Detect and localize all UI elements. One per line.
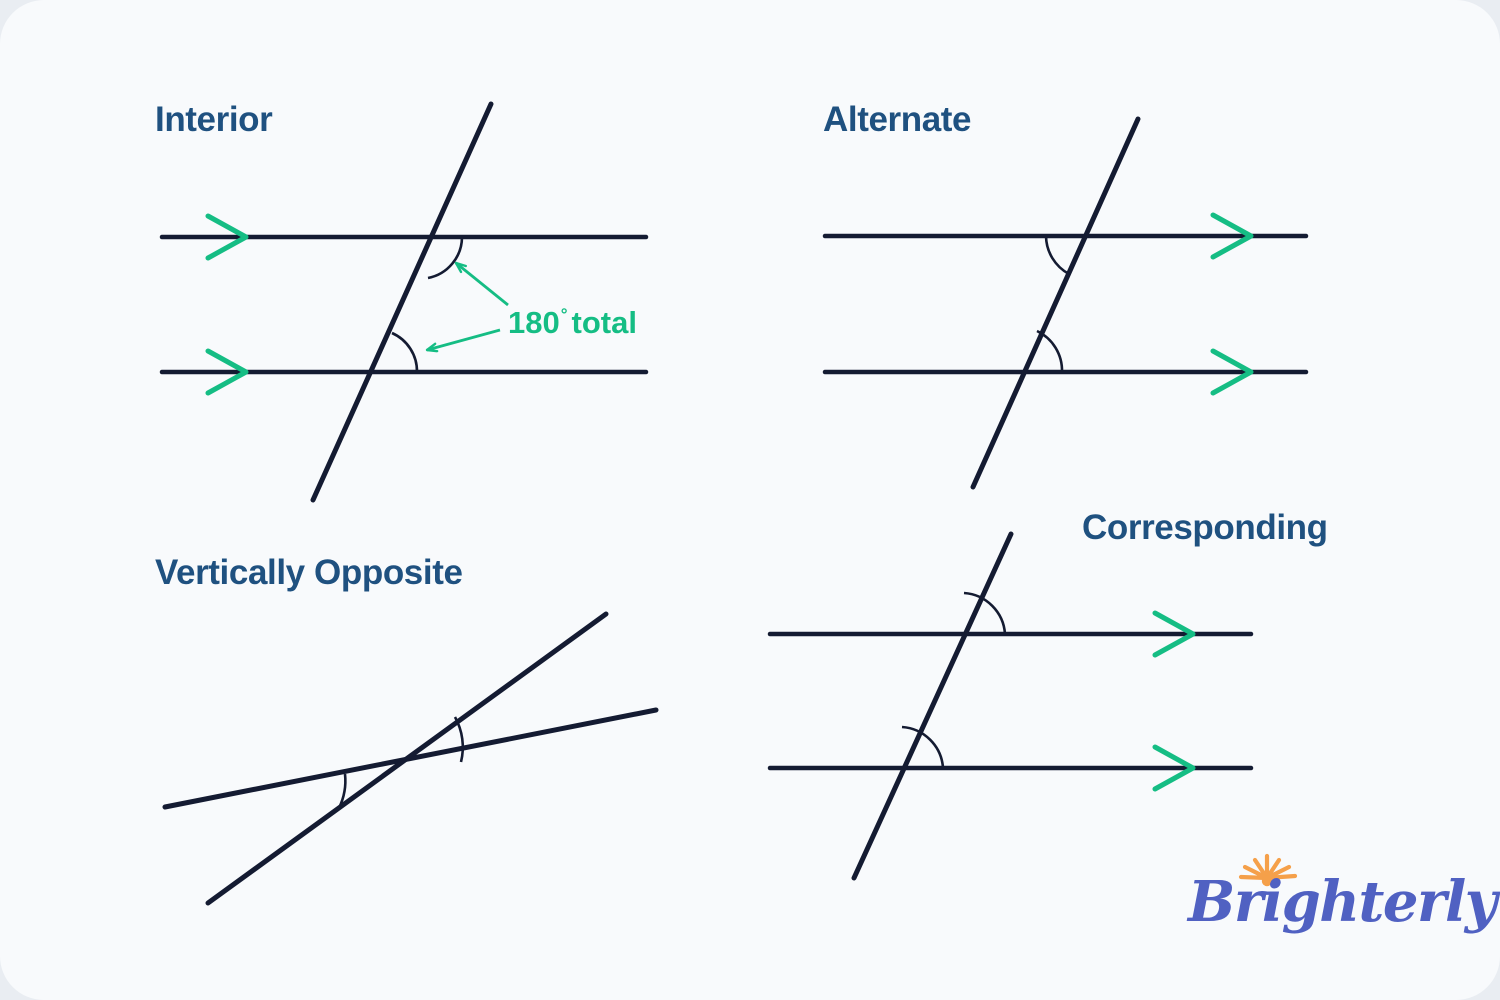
figure-corresponding — [767, 531, 1254, 881]
figure-vertically-opposite — [162, 611, 659, 906]
panel-title-alternate: Alternate — [823, 100, 972, 139]
figure-interior — [159, 101, 649, 503]
interior-angle-arc-upper — [427, 236, 464, 280]
angle-sum-annotation: 180°total — [508, 304, 637, 340]
corresponding-angle-arc-lower — [901, 725, 945, 769]
alternate-parallel-mark-top — [1210, 212, 1254, 260]
figure-alternate — [822, 116, 1309, 490]
interior-annotation-arrow-lower — [425, 328, 501, 353]
brightly-logo: Brighterly — [1188, 852, 1497, 956]
corresponding-parallel-mark-bottom — [1152, 744, 1196, 792]
panel-title-corresponding: Corresponding — [1082, 508, 1328, 547]
vertically-opposite-angle-arc-upper-right — [453, 716, 465, 763]
corresponding-parallel-mark-top — [1152, 610, 1196, 658]
vertically-opposite-angle-arc-lower-left — [337, 773, 347, 809]
panel-title-interior: Interior — [155, 100, 273, 139]
alternate-angle-arc-lower — [1036, 329, 1064, 373]
angle-sum-value: 180 — [508, 305, 560, 340]
sunburst-core — [1261, 875, 1273, 887]
interior-transversal-line — [310, 101, 494, 503]
angle-sum-suffix: total — [571, 305, 637, 340]
interior-angle-arc-lower — [391, 331, 419, 373]
interior-parallel-mark-top — [205, 213, 249, 261]
degree-symbol: ° — [560, 304, 568, 324]
panel-title-vertically-opposite: Vertically Opposite — [155, 553, 463, 592]
alternate-parallel-mark-bottom — [1210, 348, 1254, 396]
vertically-opposite-line-steep — [205, 611, 609, 906]
corresponding-transversal-line — [851, 531, 1014, 881]
sunburst-icon — [1238, 853, 1298, 887]
interior-annotation-arrow-upper — [454, 261, 509, 307]
alternate-transversal-line — [970, 116, 1141, 490]
interior-parallel-mark-bottom — [205, 348, 249, 396]
alternate-angle-arc-upper — [1044, 235, 1070, 276]
corresponding-angle-arc-upper — [963, 591, 1007, 635]
brand-wordmark: Brighterly — [1188, 869, 1497, 935]
